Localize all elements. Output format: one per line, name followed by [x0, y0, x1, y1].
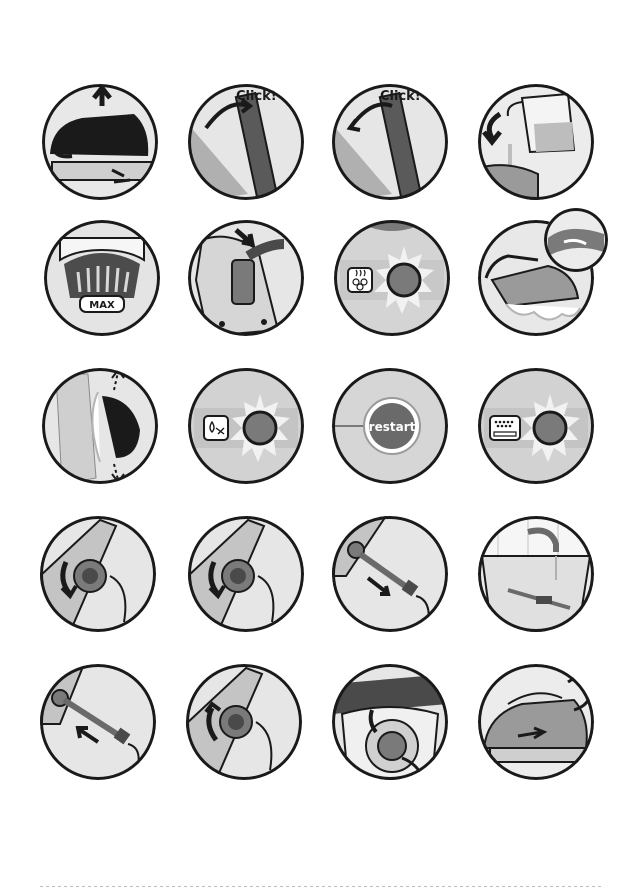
- step-18-screw-cap: [186, 664, 302, 780]
- restart-button-icon: restart: [332, 368, 448, 484]
- max-level-icon: MAX: [44, 220, 160, 336]
- click-release-icon: Click!: [332, 84, 448, 200]
- step-7-steam-ready-light: [334, 220, 450, 336]
- step-15-remove-rod: [332, 516, 448, 632]
- remove-rod-icon: [332, 516, 448, 632]
- fill-water-jug-icon: [478, 84, 594, 200]
- restart-label: restart: [369, 420, 416, 434]
- step-10-water-empty-light: [188, 368, 304, 484]
- screw-cap-icon: [186, 664, 302, 780]
- water-empty-light-icon: [188, 368, 304, 484]
- storage-icon: [478, 664, 594, 780]
- rinse-rod-icon: [478, 516, 594, 632]
- unscrew-cap-2-icon: [188, 516, 304, 632]
- click-lock-icon: Click!: [188, 84, 304, 200]
- trigger-inset-icon: [544, 208, 608, 272]
- step-3-click-release: Click!: [332, 84, 448, 200]
- lift-iron-icon: [42, 84, 158, 200]
- step-16-rinse-rod: [478, 516, 594, 632]
- anti-scale-light-icon: [478, 368, 594, 484]
- plug-hose-icon: [188, 220, 304, 336]
- step-4-fill-water: [478, 84, 594, 200]
- step-8-inset-button: [544, 208, 608, 272]
- step-20-storage: [478, 664, 594, 780]
- base-connection-icon: [332, 664, 448, 780]
- steam-ready-light-icon: [334, 220, 450, 336]
- step-17-insert-rod: [40, 664, 156, 780]
- step-13-unscrew-cap: [40, 516, 156, 632]
- insert-rod-icon: [40, 664, 156, 780]
- click-label-1: Click!: [236, 89, 277, 104]
- step-5-max-level: MAX: [44, 220, 160, 336]
- step-11-restart-button: restart: [332, 368, 448, 484]
- step-2-click-lock: Click!: [188, 84, 304, 200]
- click-label-2: Click!: [380, 89, 421, 104]
- page-edge-rule: [40, 886, 603, 887]
- step-14-unscrew-cap-2: [188, 516, 304, 632]
- step-9-vertical-steam: [42, 368, 158, 484]
- step-6-plug-hose: [188, 220, 304, 336]
- step-19-base-connection: [332, 664, 448, 780]
- unscrew-cap-icon: [40, 516, 156, 632]
- step-1-lift-iron: [42, 84, 158, 200]
- max-label: MAX: [89, 300, 115, 311]
- step-12-anti-scale-light: [478, 368, 594, 484]
- vertical-steam-icon: [42, 368, 158, 484]
